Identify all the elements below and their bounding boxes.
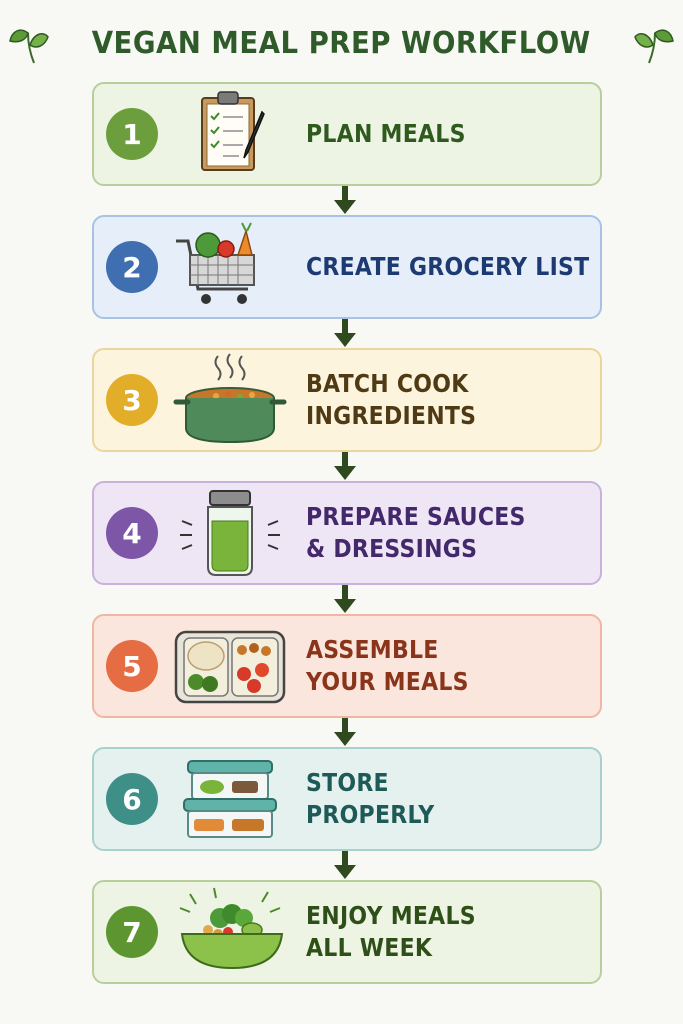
flow-arrow [333,851,357,881]
step-card: 3 BATCH COOK INGREDIENTS [92,348,602,452]
meal-container-icon [168,618,292,714]
leaf-sprig-icon [633,29,674,64]
header: VEGAN MEAL PREP WORKFLOW [0,14,683,72]
step-label-line: STORE [306,768,389,797]
flow-arrow [333,319,357,349]
step-label: STORE PROPERLY [306,749,590,849]
step-card: 7 ENJOY MEALS ALL WEEK [92,880,602,984]
step-number-badge: 6 [106,773,158,825]
leaf-sprig-icon [9,29,50,64]
step-number-badge: 1 [106,108,158,160]
step-number-badge: 2 [106,241,158,293]
step-label-line: BATCH COOK [306,369,469,398]
step-card: 5 ASSEMBLE YOUR MEALS [92,614,602,718]
grocery-cart-icon [168,219,292,315]
step-card: 4 PREPARE SAUCES & DRESSINGS [92,481,602,585]
step-number-badge: 3 [106,374,158,426]
step-label-line: & DRESSINGS [306,534,478,563]
step-label: CREATE GROCERY LIST [306,217,590,317]
step-label-line: YOUR MEALS [306,667,469,696]
sauce-jar-icon [168,485,292,581]
step-label-line: INGREDIENTS [306,401,477,430]
step-label-line: ENJOY MEALS [306,901,476,930]
step-label-line: CREATE GROCERY LIST [306,252,590,281]
flow-arrow [333,718,357,748]
cooking-pot-icon [168,352,292,448]
step-number-badge: 4 [106,507,158,559]
salad-bowl-icon [168,884,292,980]
step-number-badge: 5 [106,640,158,692]
flow-arrow [333,186,357,216]
step-label: ASSEMBLE YOUR MEALS [306,616,590,716]
step-card: 6 STORE PROPERLY [92,747,602,851]
step-label-line: PREPARE SAUCES [306,502,526,531]
clipboard-checklist-icon [168,86,292,182]
step-label: PLAN MEALS [306,84,590,184]
step-label: ENJOY MEALS ALL WEEK [306,882,590,982]
page-title: VEGAN MEAL PREP WORKFLOW [92,25,591,61]
flow-arrow [333,585,357,615]
step-label-line: ALL WEEK [306,933,433,962]
step-label: PREPARE SAUCES & DRESSINGS [306,483,590,583]
flow-arrow [333,452,357,482]
step-card: 2 CREATE GROCERY LIST [92,215,602,319]
step-number-badge: 7 [106,906,158,958]
step-label-line: PLAN MEALS [306,119,466,148]
step-label: BATCH COOK INGREDIENTS [306,350,590,450]
step-label-line: ASSEMBLE [306,635,439,664]
step-card: 1 PLAN MEALS [92,82,602,186]
storage-containers-icon [168,751,292,847]
step-label-line: PROPERLY [306,800,435,829]
